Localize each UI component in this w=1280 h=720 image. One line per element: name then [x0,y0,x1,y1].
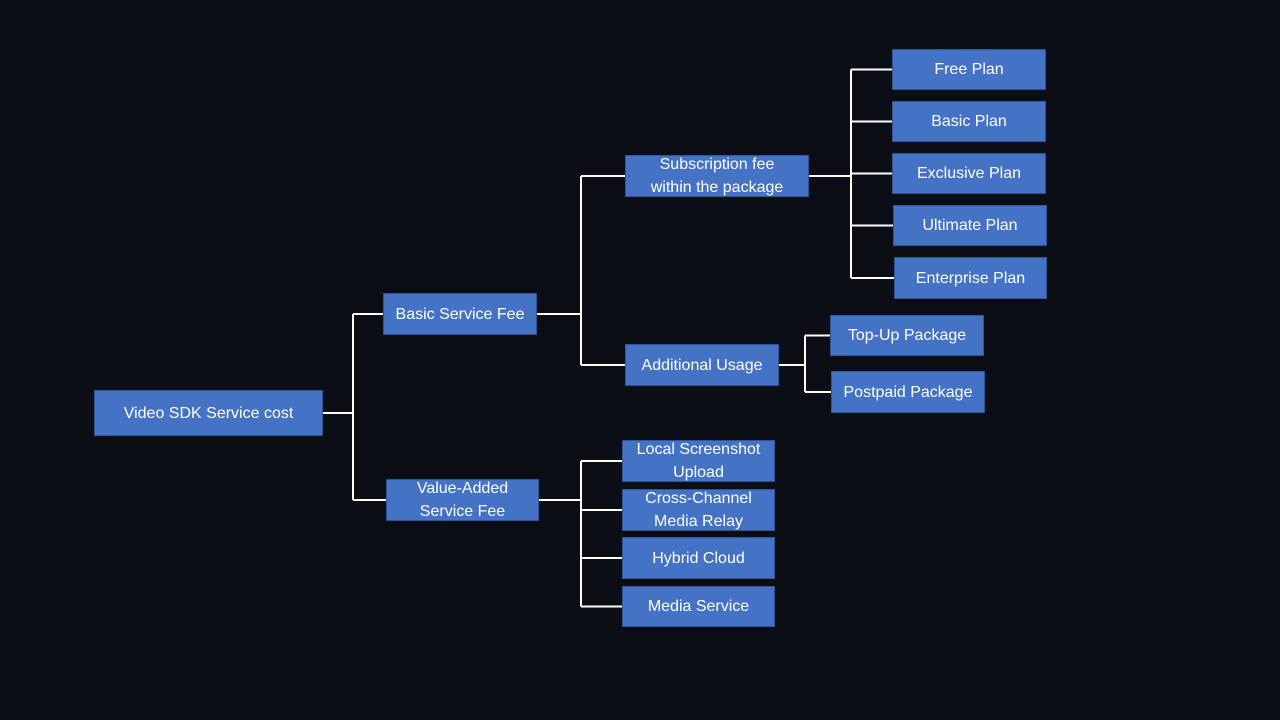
node-value-added-service-fee: Value-Added Service Fee [386,479,539,521]
node-local-screenshot-upload: Local Screenshot Upload [622,440,775,482]
node-label: Hybrid Cloud [652,549,745,567]
node-label: Top-Up Package [847,327,967,344]
node-enterprise-plan: Enterprise Plan [894,257,1047,299]
node-hybrid-cloud: Hybrid Cloud [622,537,775,579]
node-free-plan: Free Plan [892,49,1046,90]
node-label: Basic Plan [931,113,1007,130]
node-label: Additional Usage [641,356,763,374]
node-ultimate-plan: Ultimate Plan [893,205,1047,246]
node-label: Free Plan [934,61,1004,78]
node-label: Postpaid Package [843,383,973,401]
node-label: Video SDK Service cost [123,404,294,422]
node-top-up-package: Top-Up Package [830,315,984,356]
node-label: Basic Service Fee [395,305,525,323]
connector-root [323,313,386,501]
node-label: Cross-Channel Media Relay [645,490,752,530]
node-label: Subscription fee within the package [650,156,784,196]
node-exclusive-plan: Exclusive Plan [892,153,1046,194]
node-cross-channel-media-relay: Cross-Channel Media Relay [622,489,775,531]
node-label: Ultimate Plan [922,217,1018,234]
node-basic-plan: Basic Plan [892,101,1046,142]
node-additional-usage: Additional Usage [625,344,779,386]
node-label: Enterprise Plan [915,269,1026,287]
node-label: Local Screenshot Upload [636,441,761,481]
node-basic-service-fee: Basic Service Fee [383,293,537,335]
node-label: Value-Added Service Fee [416,480,509,520]
connector-additional-usage [779,334,831,393]
node-label: Media Service [647,598,750,615]
connector-value-added-service-fee [539,460,622,608]
node-label: Exclusive Plan [916,165,1022,182]
node-postpaid-package: Postpaid Package [831,371,985,413]
node-media-service: Media Service [622,586,775,627]
connector-basic-service-fee [537,175,625,366]
node-subscription-fee: Subscription fee within the package [625,155,809,197]
node-video-sdk-service-cost: Video SDK Service cost [94,390,323,436]
connector-subscription-fee [809,68,894,279]
